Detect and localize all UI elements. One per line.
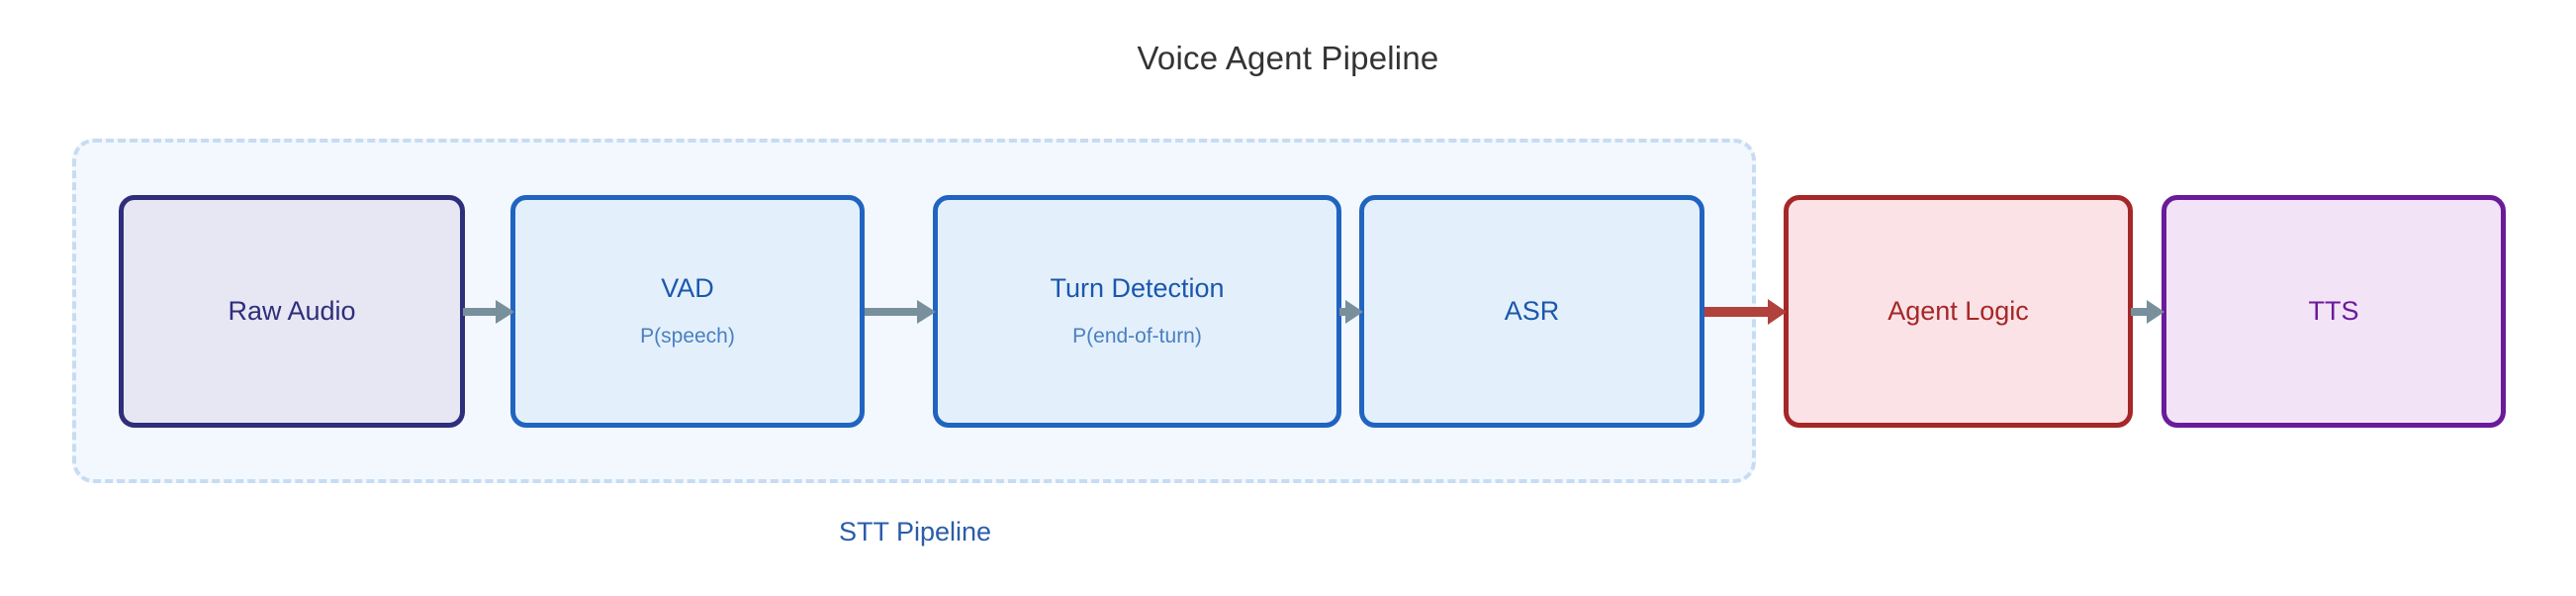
- node-asr[interactable]: ASR: [1359, 195, 1704, 428]
- node-turn-detection-subtitle: P(end-of-turn): [1072, 325, 1202, 348]
- node-vad-subtitle: P(speech): [640, 325, 735, 348]
- node-tts-title: TTS: [2308, 295, 2359, 326]
- node-tts[interactable]: TTS: [2162, 195, 2506, 428]
- node-agent-logic[interactable]: Agent Logic: [1784, 195, 2133, 428]
- arrow-turn-detection-to-asr: [1339, 297, 1363, 327]
- node-turn-detection-title: Turn Detection: [1050, 272, 1225, 303]
- stt-pipeline-group-label: STT Pipeline: [838, 517, 992, 546]
- node-asr-title: ASR: [1504, 295, 1560, 326]
- node-vad[interactable]: VAD P(speech): [510, 195, 865, 428]
- node-turn-detection[interactable]: Turn Detection P(end-of-turn): [933, 195, 1341, 428]
- node-vad-title: VAD: [661, 272, 714, 303]
- page-title: Voice Agent Pipeline: [1137, 40, 1439, 76]
- arrow-agent-logic-to-tts: [2131, 297, 2164, 327]
- node-raw-audio-title: Raw Audio: [228, 295, 356, 326]
- arrow-asr-to-agent-logic: [1704, 297, 1787, 327]
- arrow-vad-to-turn-detection: [865, 297, 936, 327]
- node-agent-logic-title: Agent Logic: [1887, 295, 2029, 326]
- arrow-raw-audio-to-vad: [463, 297, 514, 327]
- node-raw-audio[interactable]: Raw Audio: [119, 195, 465, 428]
